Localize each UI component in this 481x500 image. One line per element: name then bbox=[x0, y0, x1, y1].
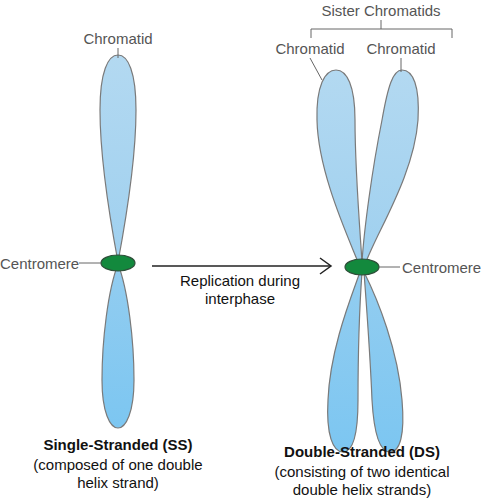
centromere-symbol bbox=[101, 255, 135, 271]
bracket bbox=[311, 20, 452, 38]
chromatid-arm bbox=[362, 70, 418, 262]
chromatid-arm bbox=[328, 272, 362, 452]
chromatid-arm bbox=[102, 264, 134, 428]
leader-line bbox=[379, 267, 400, 268]
stage-description: (consisting of two identical double heli… bbox=[257, 463, 467, 499]
part-label: Centromere bbox=[0, 255, 77, 273]
stage-description: (composed of one double helix strand) bbox=[23, 456, 213, 492]
leader-line bbox=[118, 48, 119, 58]
stage-title: Double-Stranded (DS) bbox=[257, 443, 467, 461]
chromatid-arm bbox=[100, 55, 136, 262]
leader-line bbox=[79, 263, 101, 264]
leader-line bbox=[401, 58, 402, 72]
stage-title: Single-Stranded (SS) bbox=[13, 436, 223, 454]
chromatid-arm bbox=[317, 70, 362, 262]
group-label: Sister Chromatids bbox=[301, 2, 461, 20]
chromatid-arm bbox=[364, 272, 403, 452]
part-label: Chromatid bbox=[68, 30, 168, 48]
arrow-head bbox=[320, 258, 331, 274]
part-label: Chromatid bbox=[351, 40, 451, 58]
leader-line bbox=[310, 58, 322, 80]
part-label: Chromatid bbox=[260, 40, 360, 58]
process-label: Replication during interphase bbox=[155, 272, 325, 308]
process-arrow bbox=[152, 265, 330, 267]
part-label: Centromere bbox=[402, 259, 481, 277]
centromere-symbol bbox=[345, 259, 379, 275]
